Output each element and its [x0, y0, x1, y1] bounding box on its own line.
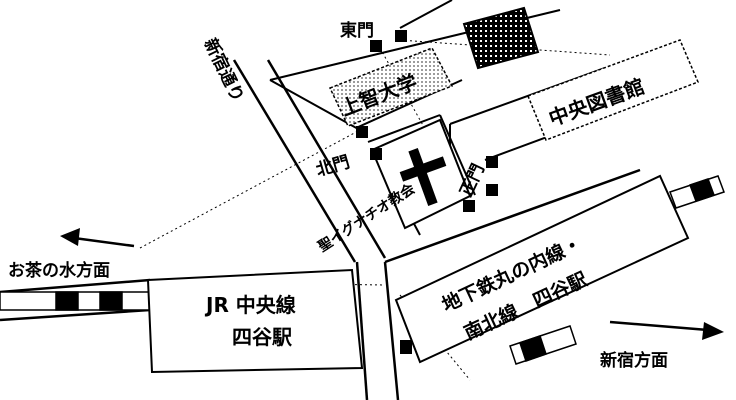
east-gate-label: 東門: [340, 20, 374, 41]
shinjuku-direction-label: 新宿方面: [600, 350, 668, 371]
sotobori-dori-road: [355, 261, 400, 400]
jr-station-box: JR 中央線 四谷駅: [146, 268, 364, 374]
gate-markers: [356, 30, 498, 354]
main-gate-marker-2: [486, 156, 498, 168]
rail-track-left: [0, 291, 151, 311]
north-gate-marker-2: [370, 148, 382, 160]
sophia-university-box: 上智大学: [328, 47, 454, 127]
road-left: [0, 278, 151, 322]
north-gate-marker: [356, 126, 368, 138]
shinjuku-dori-road: [232, 59, 387, 263]
ochanomizu-direction-label: お茶の水方面: [8, 260, 110, 281]
rail-track-upper-right: [669, 175, 725, 209]
main-gate-label: 正門: [456, 161, 488, 200]
church-block: [370, 118, 472, 230]
north-gate-label: 北門: [314, 152, 352, 181]
station-exit-marker: [400, 340, 412, 354]
central-library-box: 中央図書館: [527, 39, 699, 141]
yotsuya-station-label: 四谷駅: [232, 325, 292, 349]
rail-track-right: [509, 325, 577, 365]
main-gate-marker: [463, 200, 475, 212]
east-gate-marker: [370, 40, 382, 52]
library-building: [462, 6, 540, 70]
east-gate-marker-2: [395, 30, 407, 42]
shinjuku-arrow-icon: [609, 320, 724, 340]
jr-chuo-line-label: JR 中央線: [204, 293, 296, 317]
ochanomizu-arrow-icon: [60, 228, 135, 248]
church-cross-icon: [399, 148, 447, 206]
main-gate-marker-3: [486, 184, 498, 196]
